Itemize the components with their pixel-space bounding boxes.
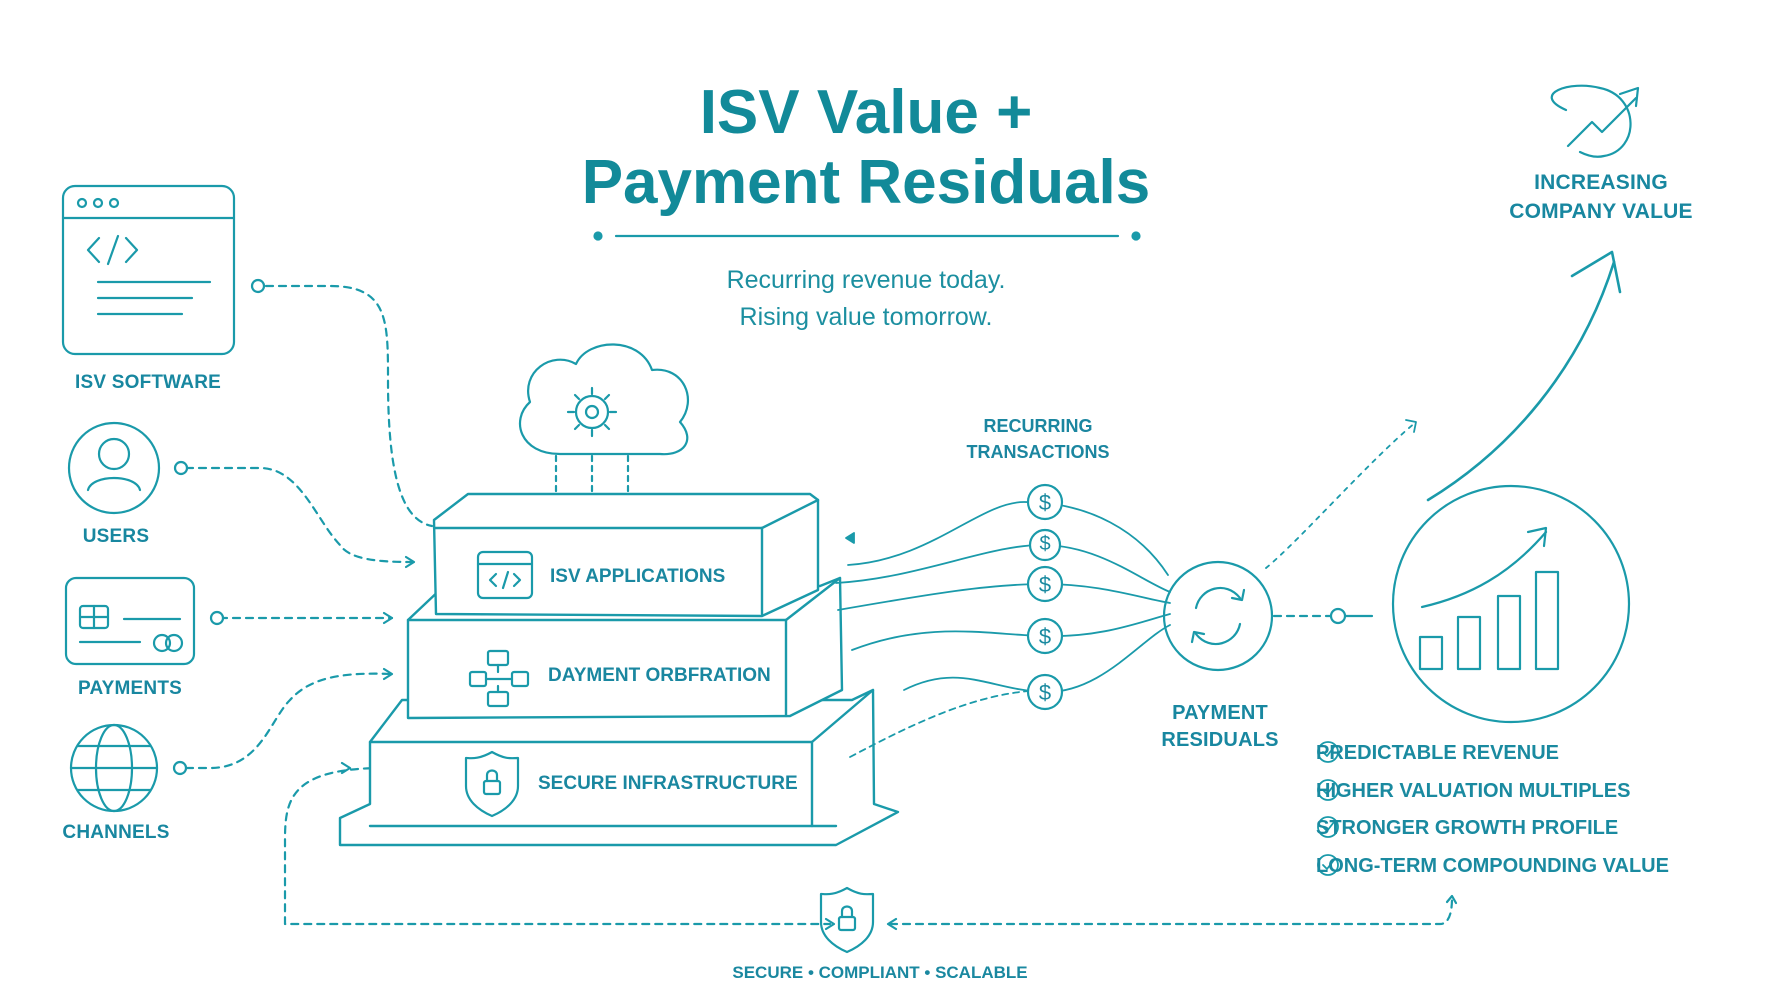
stack-label-secure-infrastructure: SECURE INFRASTRUCTURE [538,773,798,794]
coin-symbol-2: $ [1039,533,1051,555]
code-window-icon [61,184,236,356]
page-title-line-1: ISV Value + [699,78,1033,147]
residuals-label-line-1: PAYMENT [1172,702,1268,724]
input-label-payments: PAYMENTS [77,678,182,699]
transactions-label-line-2: TRANSACTIONS [966,442,1110,462]
cloud-gear-icon [518,343,690,518]
flowchart-icon [468,649,530,708]
input-label-isv-software: ISV SOFTWARE [75,372,221,393]
benefit-item: HIGHER VALUATION MULTIPLES [1316,780,1631,802]
stack-label-isv-applications: ISV APPLICATIONS [550,566,726,587]
footer-tagline: SECURE • COMPLIANT • SCALABLE [732,963,1028,982]
input-connectors [184,284,1454,926]
subtitle-line-2: Rising value tomorrow. [739,303,993,331]
benefit-item: LONG-TERM COMPOUNDING VALUE [1316,855,1669,877]
payment-residuals-icon [1162,560,1374,672]
credit-card-icon [64,576,196,666]
transactions-label-line-1: RECURRING [983,416,1093,436]
coin-icons [1026,483,1064,711]
connector-endpoints [172,278,266,776]
stack-label-payment-orchestration: DAYMENT ORBFRATION [548,665,771,686]
residuals-label-line-2: RESIDUALS [1161,729,1279,751]
company-value-label-line-1: INCREASING [1534,171,1668,194]
coin-symbol-4: $ [1038,624,1052,649]
benefit-item: STRONGER GROWTH PROFILE [1316,817,1619,839]
platform-stack [338,492,900,847]
stack-code-icon [476,550,534,600]
trend-up-icon [1550,84,1640,158]
benefit-check-icons [1317,741,1339,876]
connector-arrowheads [340,555,1458,931]
shield-lock-icon [464,750,520,818]
input-label-users: USERS [82,526,150,547]
page-title-line-2: Payment Residuals [581,148,1151,217]
footer-shield-icon [819,886,875,954]
subtitle-line-1: Recurring revenue today. [726,266,1006,294]
input-label-channels: CHANNELS [62,822,170,843]
user-icon [67,421,161,515]
globe-icon [69,723,159,813]
coin-symbol-1: $ [1038,490,1052,515]
benefit-item: PREDICTABLE REVENUE [1316,742,1559,764]
coin-symbol-5: $ [1038,680,1052,705]
title-divider [593,231,1141,241]
coin-symbol-3: $ [1038,572,1052,597]
rising-value-arrow [1426,250,1622,502]
company-value-label-line-2: COMPANY VALUE [1509,200,1693,223]
growth-chart-icon [1391,484,1631,724]
